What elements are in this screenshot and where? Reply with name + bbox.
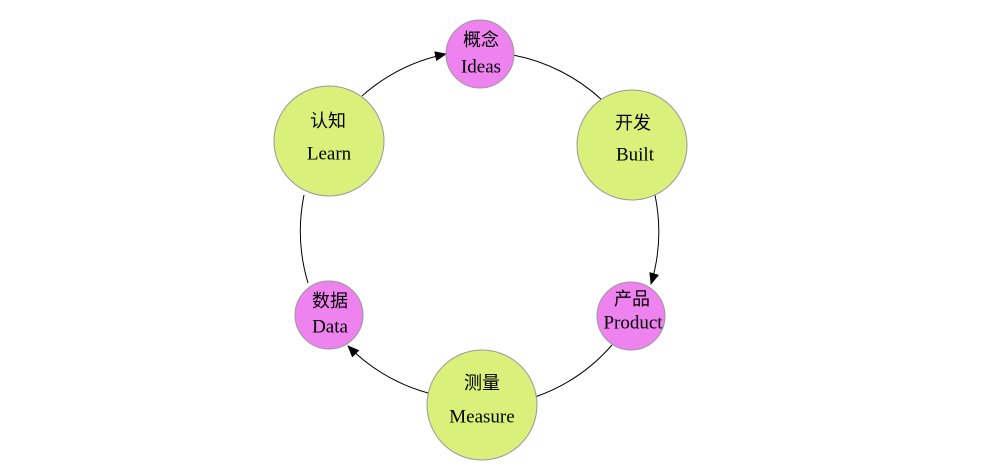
node-data: 数据 Data	[294, 280, 364, 350]
arc-built-to-product	[649, 194, 660, 285]
node-built-cn-label: 开发	[615, 113, 651, 134]
node-ideas-cn-label: 概念	[463, 29, 499, 51]
node-product: 产品 Product	[596, 281, 666, 351]
node-learn-en-label: Learn	[307, 143, 352, 164]
arc-ideas-to-built	[512, 54, 603, 101]
node-learn-cn-label: 认知	[310, 111, 346, 132]
node-product-en-label: Product	[603, 312, 663, 333]
node-data-cn-label: 数据	[312, 291, 348, 312]
node-built: 开发 Built	[576, 89, 688, 201]
cycle-ring	[299, 51, 660, 398]
node-product-cn-label: 产品	[614, 289, 650, 310]
node-measure-circle	[426, 349, 538, 461]
node-data-circle	[294, 280, 364, 350]
node-product-circle	[596, 281, 666, 351]
node-data-en-label: Data	[312, 316, 348, 337]
node-ideas: 概念 Ideas	[445, 19, 515, 89]
node-measure-en-label: Measure	[449, 406, 514, 427]
arc-data-to-learn	[299, 194, 309, 284]
node-built-circle	[576, 89, 688, 201]
node-measure: 测量 Measure	[426, 349, 538, 461]
node-measure-cn-label: 测量	[464, 373, 500, 394]
node-learn: 认知 Learn	[273, 85, 385, 197]
node-built-en-label: Built	[616, 144, 655, 165]
node-learn-circle	[273, 85, 385, 197]
arc-measure-to-data	[347, 345, 429, 394]
arc-learn-to-ideas	[361, 51, 447, 97]
node-ideas-circle	[445, 19, 515, 89]
arc-product-to-measure	[534, 344, 613, 398]
node-ideas-en-label: Ideas	[461, 56, 501, 77]
